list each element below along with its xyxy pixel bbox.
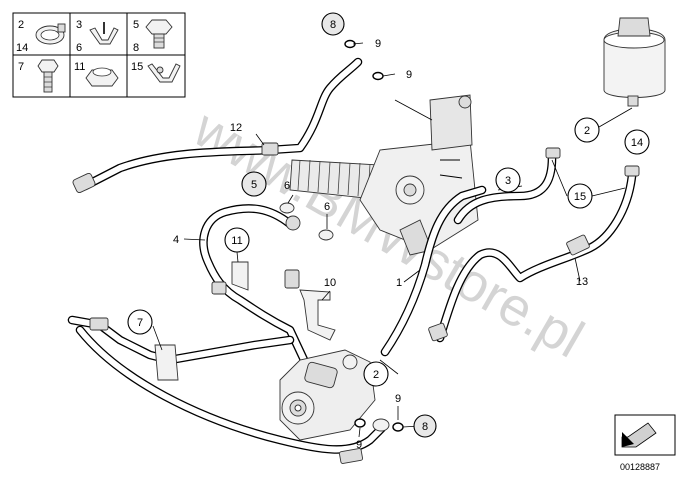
- valve-10-part: [284, 269, 300, 289]
- legend-label-5: 5: [133, 19, 139, 31]
- small-parts: [231, 39, 404, 432]
- bracket-11-part: [231, 261, 249, 291]
- hose-13-assembly: [428, 165, 640, 343]
- callouts: 8 9 9 12 5 6 6 4 11 10 1 7 2 9 9 8: [127, 12, 650, 451]
- callout-6-left[interactable]: 6: [284, 180, 290, 192]
- clamp-6a-part: [279, 202, 295, 214]
- svg-text:3: 3: [505, 175, 511, 187]
- banjo-bolt-5-part: [285, 215, 301, 231]
- bracket-10-part: [299, 289, 336, 341]
- svg-text:8: 8: [330, 19, 336, 31]
- return-line-7: [67, 315, 387, 464]
- parts-legend: 2 14 3 6 5 8 7: [12, 12, 186, 98]
- legend-label-8: 8: [133, 42, 139, 54]
- drawing-code: 00128887: [620, 462, 660, 472]
- hose-3: [453, 147, 561, 225]
- bracket-clip-icon: [89, 22, 119, 45]
- hex-bolt-icon: [37, 59, 59, 93]
- callout-4[interactable]: 4: [173, 234, 179, 246]
- ring-9d-part: [392, 422, 404, 432]
- hose-clip-icon: [147, 63, 181, 83]
- svg-text:2: 2: [373, 369, 379, 381]
- steering-gear: [289, 94, 479, 256]
- callout-9-top[interactable]: 9: [375, 38, 381, 50]
- callout-2-top[interactable]: 2: [574, 117, 600, 143]
- callout-5[interactable]: 5: [241, 171, 267, 197]
- callout-3[interactable]: 3: [495, 167, 521, 193]
- callout-9-bottom-left[interactable]: 9: [356, 439, 362, 451]
- legend-label-14: 14: [16, 42, 28, 54]
- callout-9-bottom-right[interactable]: 9: [395, 393, 401, 405]
- callout-11[interactable]: 11: [224, 227, 250, 253]
- hose-12-high-pressure: [72, 57, 363, 194]
- svg-text:14: 14: [631, 137, 643, 149]
- legend-label-6: 6: [76, 42, 82, 54]
- callout-6-right[interactable]: 6: [324, 201, 330, 213]
- fluid-reservoir: [603, 17, 666, 107]
- callout-7[interactable]: 7: [127, 309, 153, 335]
- legend-label-7: 7: [18, 61, 24, 73]
- legend-label-11: 11: [74, 61, 85, 73]
- callout-8-top[interactable]: 8: [321, 12, 345, 36]
- svg-text:11: 11: [231, 235, 242, 247]
- callout-15[interactable]: 15: [567, 183, 593, 209]
- callout-12[interactable]: 12: [230, 122, 242, 134]
- callout-10[interactable]: 10: [324, 277, 336, 289]
- banjo-8-part: [372, 418, 390, 432]
- svg-text:8: 8: [422, 421, 428, 433]
- hose-clamp-icon: [35, 23, 66, 45]
- svg-text:15: 15: [574, 191, 586, 203]
- ring-9b-part: [372, 71, 384, 81]
- callout-8-bottom[interactable]: 8: [413, 414, 437, 438]
- svg-text:7: 7: [137, 317, 143, 329]
- footer: 00128887: [614, 414, 676, 472]
- callout-1[interactable]: 1: [396, 277, 402, 289]
- legend-label-3: 3: [76, 19, 82, 31]
- clamp-6b-part: [318, 229, 334, 241]
- legend-label-2: 2: [18, 19, 24, 31]
- power-steering-pump: [279, 349, 376, 441]
- callout-13[interactable]: 13: [576, 276, 588, 288]
- hose-4: [199, 204, 310, 367]
- hose-1: [380, 185, 487, 357]
- view-direction-arrow-icon: [621, 422, 657, 448]
- svg-text:2: 2: [584, 125, 590, 137]
- callout-9-mid[interactable]: 9: [406, 69, 412, 81]
- banjo-bolt-icon: [145, 19, 173, 49]
- hex-nut-icon: [85, 67, 119, 87]
- svg-text:5: 5: [251, 179, 257, 191]
- callout-2-bottom[interactable]: 2: [363, 361, 389, 387]
- callout-14[interactable]: 14: [624, 129, 650, 155]
- legend-label-15: 15: [131, 61, 143, 73]
- ring-9c-part: [354, 418, 366, 428]
